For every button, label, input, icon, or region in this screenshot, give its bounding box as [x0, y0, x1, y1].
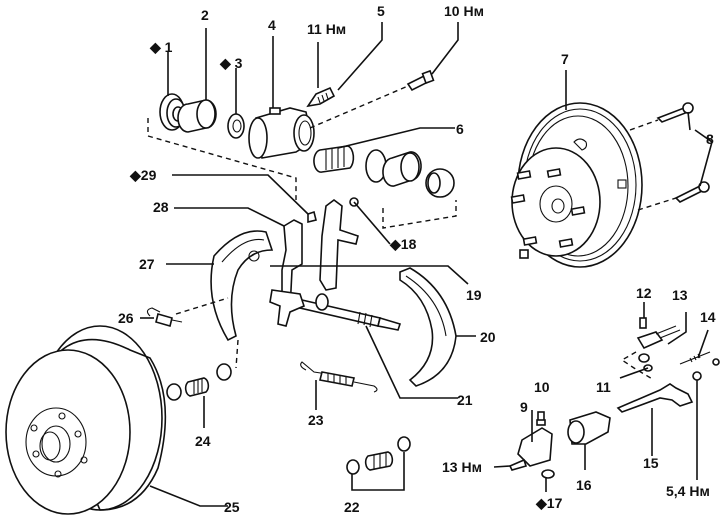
callout-23: 23 — [308, 412, 324, 428]
callout-16: 16 — [576, 477, 592, 493]
part-piston-right — [365, 149, 455, 198]
part-19-lever — [319, 199, 359, 291]
callout-18: ◆18 — [389, 236, 417, 252]
callout-20: 20 — [480, 329, 496, 345]
torque-11nm: 11 Нм — [307, 21, 346, 37]
torque-13nm: 13 Нм — [442, 459, 482, 475]
part-7-backing-plate — [510, 102, 643, 268]
callout-6: 6 — [456, 121, 464, 137]
callout-22: 22 — [344, 499, 360, 515]
part-22-hold-down — [346, 436, 411, 475]
callout-13: 13 — [672, 287, 688, 303]
callout-28: 28 — [153, 199, 169, 215]
part-25-brake-drum — [5, 325, 167, 515]
part-16-boot — [567, 411, 611, 445]
callout-24: 24 — [195, 433, 211, 449]
callout-4: 4 — [268, 17, 276, 33]
part-3-cup — [227, 113, 245, 139]
callout-15: 15 — [643, 455, 659, 471]
callout-26: 26 — [118, 310, 134, 326]
part-13nm-bolt — [508, 458, 528, 471]
callout-29: ◆29 — [129, 167, 157, 183]
callout-27: 27 — [139, 256, 155, 272]
leader-lines — [140, 22, 713, 507]
part-12-bolt — [639, 317, 647, 329]
part-26-spring — [146, 307, 183, 327]
part-27-brake-shoe — [210, 230, 274, 342]
callout-10: 10 — [534, 379, 550, 395]
callout-5: 5 — [377, 3, 385, 19]
callout-14: 14 — [700, 309, 716, 325]
part-20-brake-shoe — [399, 267, 457, 387]
part-8-bolts — [656, 102, 710, 203]
part-28-lever — [281, 219, 303, 311]
callout-2: 2 — [201, 7, 209, 23]
callout-labels: ◆ 1 2 ◆ 3 4 5 11 Нм 10 Нм 6 7 8 ◆29 28 2… — [118, 3, 716, 515]
torque-10nm: 10 Нм — [444, 3, 484, 19]
part-14-spring — [679, 351, 720, 366]
part-10-bolt — [536, 411, 546, 426]
callout-7: 7 — [561, 51, 569, 67]
part-4-wheel-cylinder — [248, 107, 315, 159]
part-13-clip — [636, 325, 681, 363]
part-23-return-spring — [300, 361, 378, 393]
part-strut — [269, 289, 305, 327]
part-9-bracket — [517, 427, 553, 467]
callout-8: 8 — [706, 131, 714, 147]
callout-1: ◆ 1 — [149, 39, 173, 55]
part-29-clip — [307, 210, 317, 224]
part-2-piston — [177, 99, 217, 133]
callout-12: 12 — [636, 285, 652, 301]
callout-25: 25 — [224, 499, 240, 515]
callout-19: 19 — [466, 287, 482, 303]
part-17-clip — [541, 469, 555, 479]
callout-3: ◆ 3 — [219, 55, 243, 71]
callout-11: 11 — [596, 379, 611, 395]
part-15-lever — [616, 383, 694, 413]
part-nut-5-4nm — [692, 371, 702, 381]
part-5-bleeder-screw — [306, 86, 336, 108]
part-21-adjuster — [299, 293, 402, 331]
part-6-spring — [313, 145, 355, 173]
callout-21: 21 — [457, 392, 473, 408]
part-brake-line-bolt — [406, 69, 435, 92]
callout-9: 9 — [520, 399, 528, 415]
callout-17: ◆17 — [535, 495, 563, 511]
part-24-hold-down-spring — [166, 363, 232, 401]
torque-5-4nm: 5,4 Нм — [666, 483, 710, 499]
